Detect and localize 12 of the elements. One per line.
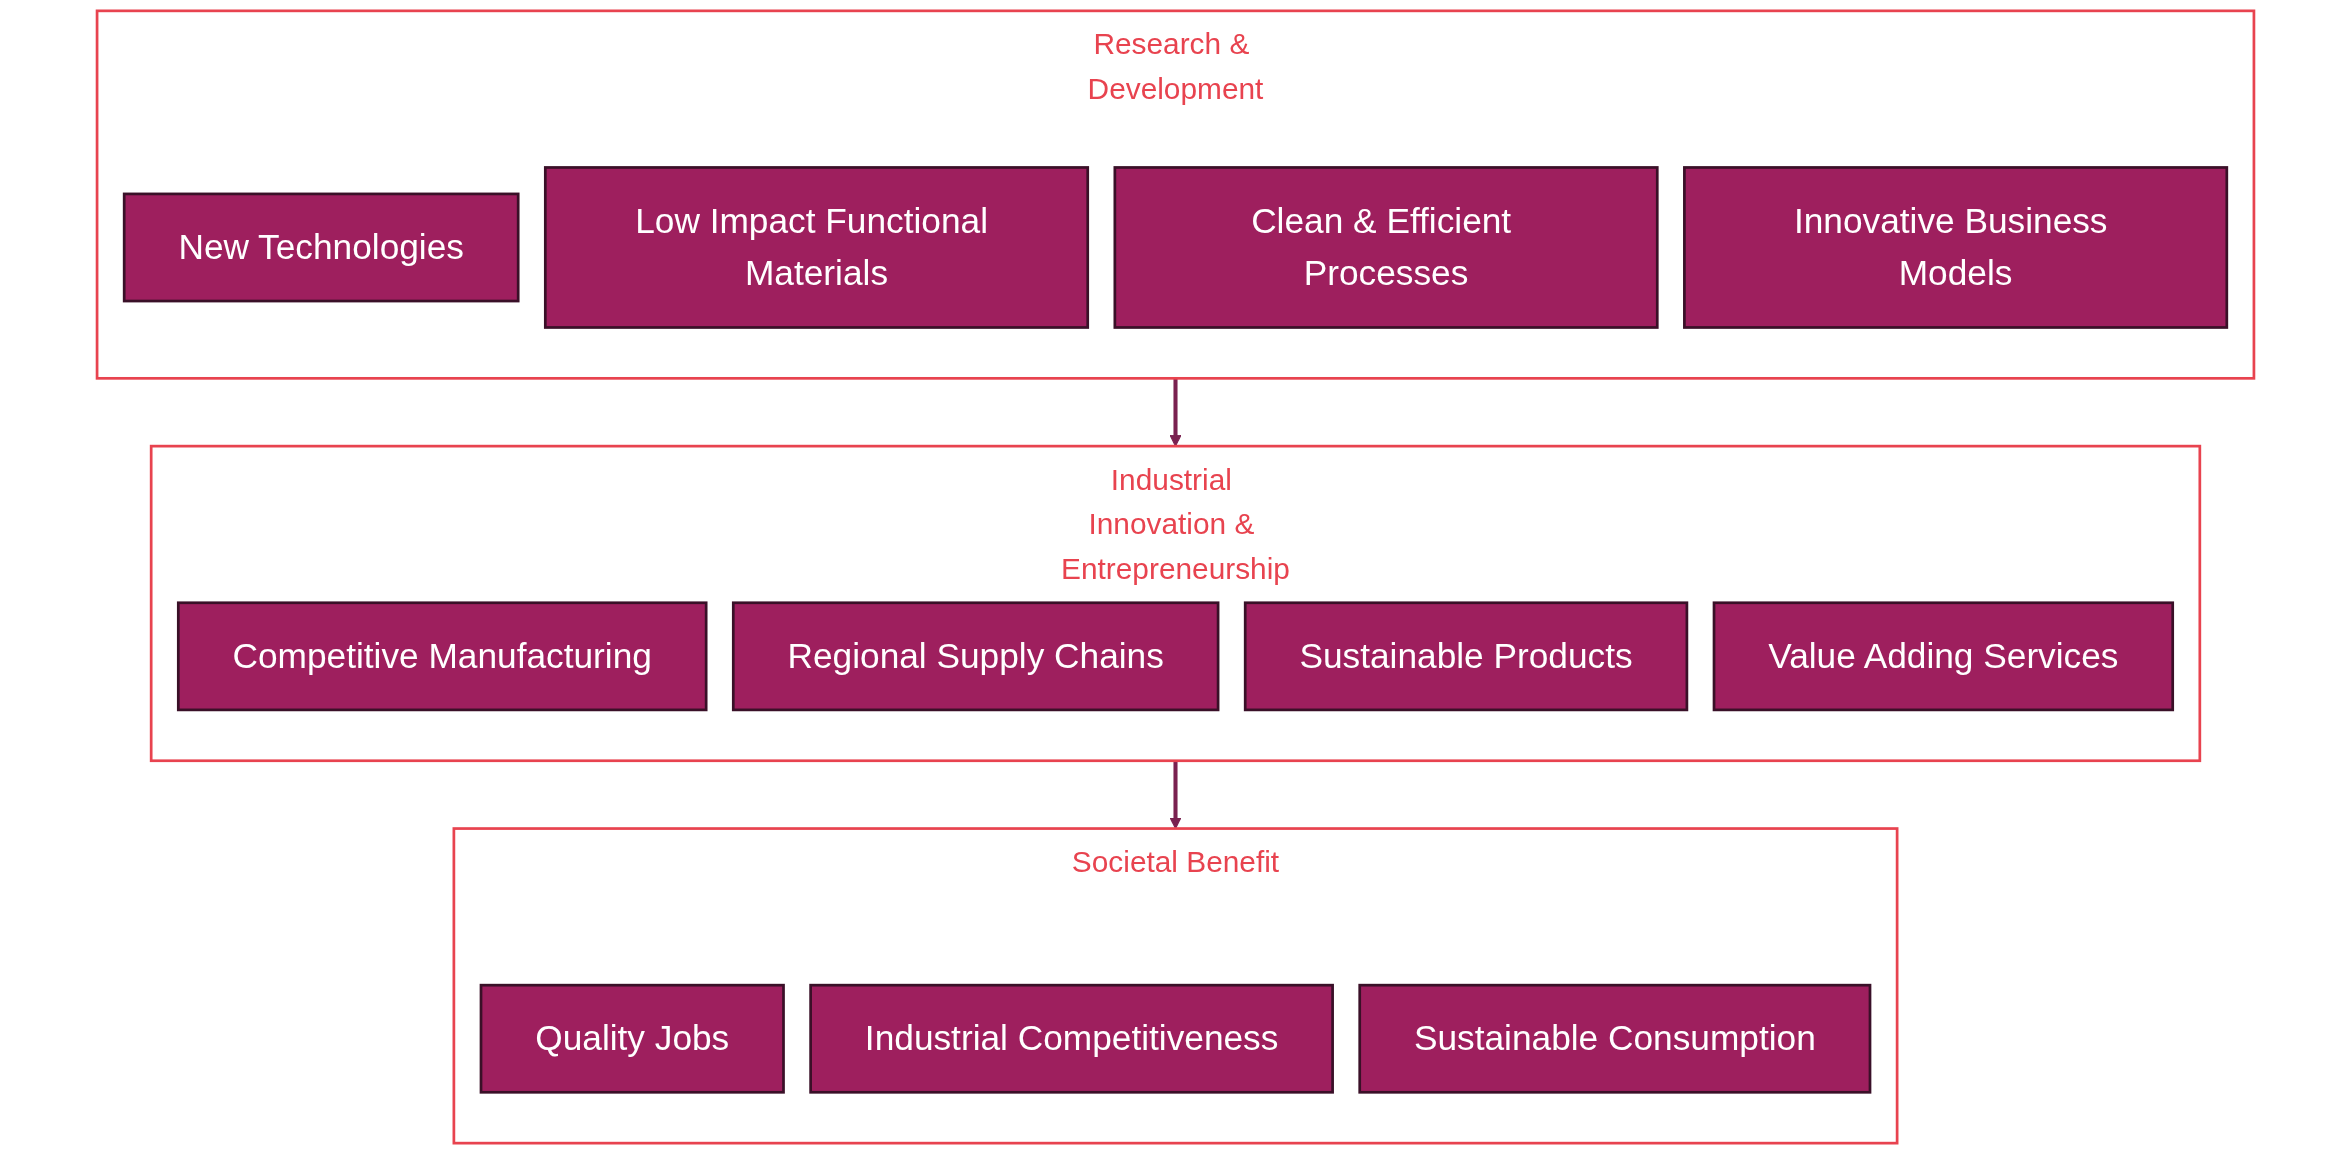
node-box: Sustainable Products (1243, 601, 1689, 712)
node-box: Value Adding Services (1712, 601, 2175, 712)
node-box: Innovative Business Models (1683, 166, 2229, 329)
node-box: New Technologies (122, 192, 520, 303)
node-box: Industrial Competitiveness (809, 983, 1334, 1094)
node-box: Competitive Manufacturing (176, 601, 708, 712)
node-box: Low Impact Functional Materials (543, 166, 1090, 329)
node-box: Clean & Efficient Processes (1113, 166, 1659, 329)
node-box: Regional Supply Chains (731, 601, 1220, 712)
node-box: Quality Jobs (479, 983, 785, 1094)
node-box: Sustainable Consumption (1358, 983, 1872, 1094)
arrow (1169, 378, 1182, 447)
